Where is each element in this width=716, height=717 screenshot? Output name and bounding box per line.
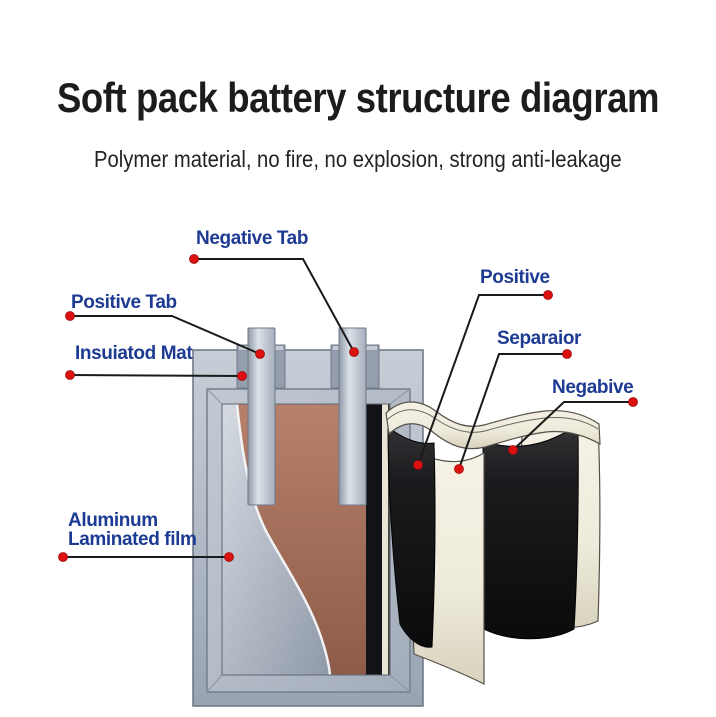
electrode-edge-black <box>366 404 382 675</box>
dot-negative-target <box>508 445 518 455</box>
dot-positive-label <box>543 290 553 300</box>
negative-electrode-sheet <box>482 428 579 640</box>
label-aluminum-laminated-film: Aluminum Laminated film <box>68 510 197 550</box>
battery-tabs <box>247 327 367 506</box>
label-insulated-mat: Insuiatod Mat <box>75 343 193 364</box>
frame-mitre <box>206 674 223 693</box>
peeled-film-corner <box>222 404 330 675</box>
dot-negative-tab-label <box>189 254 199 264</box>
frame-mitre <box>389 674 411 693</box>
wrap-band-layer-line <box>386 409 599 433</box>
pouch-frame <box>206 388 411 693</box>
leader-separator <box>458 353 567 470</box>
separator-wrap-band <box>385 401 601 450</box>
film-edge-highlight <box>235 403 332 676</box>
dot-separator-target <box>454 464 464 474</box>
dot-positive-target <box>413 460 423 470</box>
leader-positive-tab <box>70 315 261 355</box>
dot-insulated-mat-target <box>237 371 247 381</box>
label-negative-electrode: Negabive <box>552 377 634 398</box>
leader-insulated-mat <box>69 374 243 377</box>
leader-negative-tab <box>194 258 355 353</box>
leader-positive <box>417 294 548 466</box>
separator-edge-line <box>388 404 390 675</box>
dot-aluminum-film-label <box>58 552 68 562</box>
page-subtitle-text: Polymer material, no fire, no explosion,… <box>94 146 622 172</box>
frame-mitre <box>206 388 223 405</box>
dot-positive-tab-target <box>255 349 265 359</box>
dot-aluminum-film-target <box>224 552 234 562</box>
opening-outline <box>221 403 391 676</box>
dot-negative-tab-target <box>349 347 359 357</box>
dot-negative-label <box>628 397 638 407</box>
leader-negative <box>512 401 633 451</box>
frame-mitre <box>389 388 411 405</box>
dot-separator-label <box>562 349 572 359</box>
page-subtitle: Polymer material, no fire, no explosion,… <box>0 148 716 171</box>
leader-lines <box>63 258 633 558</box>
positive-tab-metal <box>247 327 276 506</box>
marker-dots <box>58 254 638 562</box>
label-positive-electrode: Positive <box>480 267 550 288</box>
label-positive-tab: Positive Tab <box>71 292 177 313</box>
positive-electrode-sheet <box>387 425 436 648</box>
dot-insulated-mat-label <box>65 370 75 380</box>
page-title-text: Soft pack battery structure diagram <box>56 74 660 121</box>
dot-positive-tab-label <box>65 311 75 321</box>
layer-stack <box>385 401 601 685</box>
negative-tab-metal <box>338 327 367 506</box>
label-separator: Separaior <box>497 328 582 349</box>
label-aluminum-line2: Laminated film <box>68 529 197 550</box>
page-title: Soft pack battery structure diagram <box>0 77 716 119</box>
label-aluminum-line1: Aluminum <box>68 510 158 531</box>
label-negative-tab: Negative Tab <box>196 228 309 249</box>
separator-edge-cream <box>382 404 388 675</box>
